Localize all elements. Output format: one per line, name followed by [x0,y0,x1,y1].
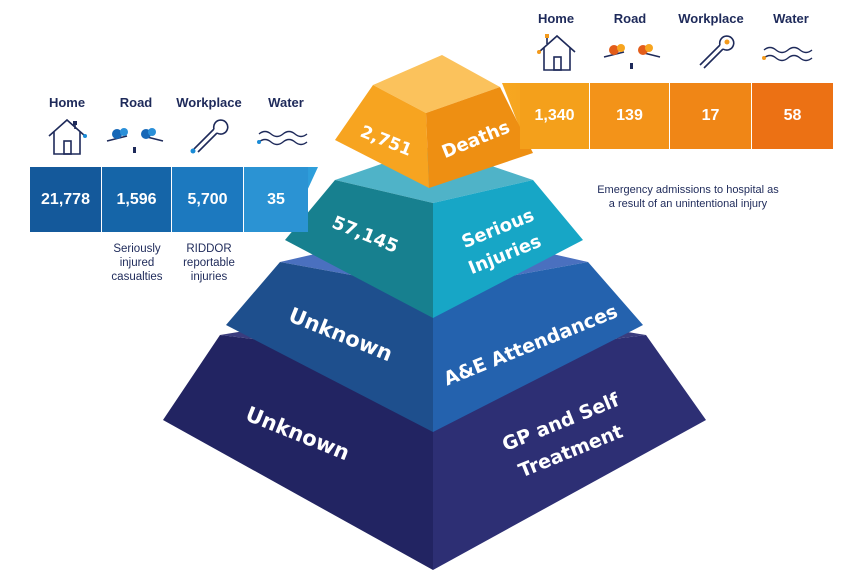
tier-deaths-left-face [335,85,429,188]
tier-deaths-right-face [426,87,533,188]
tier-serious-injuries: 57,145 Serious Injuries [285,146,583,318]
left-wrench-icon [190,119,229,154]
left-house-icon [48,118,87,155]
right-value-workplace: 17 [670,83,752,149]
tier-deaths: 2,751 Deaths [335,55,533,188]
left-header-home: Home [48,95,86,110]
right-value-home: 1,340 [520,83,590,149]
left-road-collision-icon [106,128,164,153]
left-header-workplace: Workplace [176,95,242,110]
tier-serious-right-face [433,180,583,318]
left-value-road: 1,596 [102,167,172,232]
tier-ae-right-face [433,262,643,432]
right-wrench-icon [699,35,735,69]
right-header-road: Road [613,11,647,26]
right-values-strip: 1,340 139 17 58 [520,83,833,149]
right-value-water: 58 [752,83,833,149]
note-road-seriously-injured: Seriously injured casualties [102,242,172,284]
right-house-icon [537,34,576,71]
left-value-home: 21,778 [30,167,102,232]
right-water-waves-icon [762,46,813,62]
left-value-water: 35 [244,167,308,232]
annotation-line2: a result of an unintentional injury [608,198,768,210]
left-header-water: Water [268,95,304,110]
note-workplace-line1: RIDDOR [186,243,232,255]
tier-ae-left-face [226,262,433,432]
left-header-road: Road [119,95,153,110]
right-road-collision-icon [603,44,661,69]
tier-serious-left-face [285,180,433,318]
note-workplace-line2: reportable [183,257,235,269]
annotation-emergency-admissions: Emergency admissions to hospital as a re… [578,183,798,211]
left-values-strip: 21,778 1,596 5,700 35 [30,167,308,232]
right-header-home: Home [537,11,575,26]
right-header-workplace: Workplace [678,11,744,26]
note-road-line3: casualties [111,271,163,283]
annotation-line1: Emergency admissions to hospital as [597,184,779,196]
note-workplace-line3: injuries [190,271,228,283]
right-value-road: 139 [590,83,670,149]
note-road-line1: Seriously [113,243,161,255]
right-header-water: Water [773,11,809,26]
left-value-workplace: 5,700 [172,167,244,232]
note-road-line2: injured [119,257,155,269]
left-water-waves-icon [257,130,308,146]
tier-deaths-top [373,55,500,113]
note-workplace-riddor: RIDDOR reportable injuries [172,242,246,284]
